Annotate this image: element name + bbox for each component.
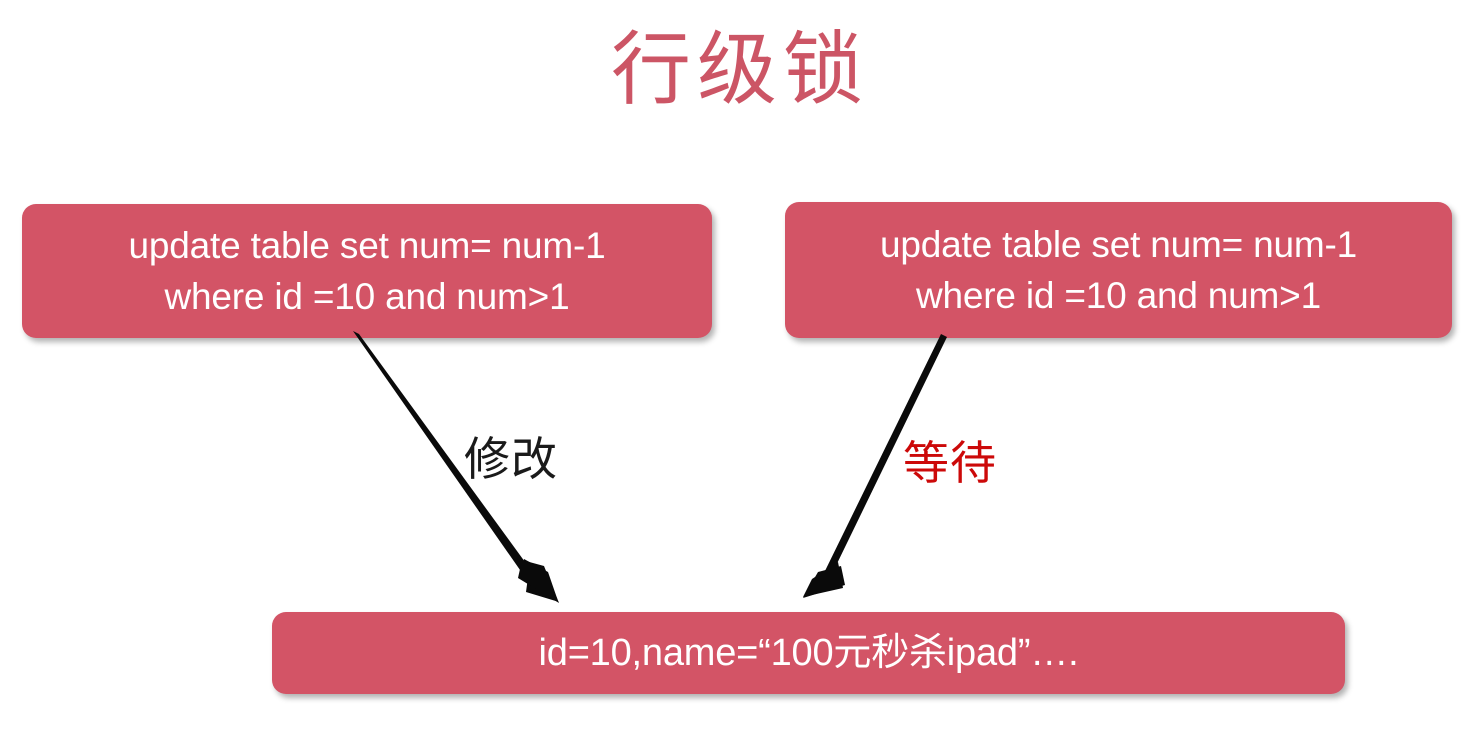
right-statement-box[interactable]: update table set num= num-1 where id =10…	[785, 202, 1452, 338]
left-statement-box[interactable]: update table set num= num-1 where id =10…	[22, 204, 712, 338]
left-statement-text: update table set num= num-1 where id =10…	[128, 225, 606, 317]
row-record-box[interactable]: id=10,name=“100元秒杀ipad”….	[272, 612, 1345, 694]
row-record-text: id=10,name=“100元秒杀ipad”….	[538, 632, 1079, 674]
modify-arrow-label: 修改	[464, 433, 558, 485]
page-title: 行级锁	[611, 25, 869, 114]
right-statement-text: update table set num= num-1 where id =10…	[880, 224, 1357, 316]
wait-arrow-label: 等待	[903, 437, 997, 489]
